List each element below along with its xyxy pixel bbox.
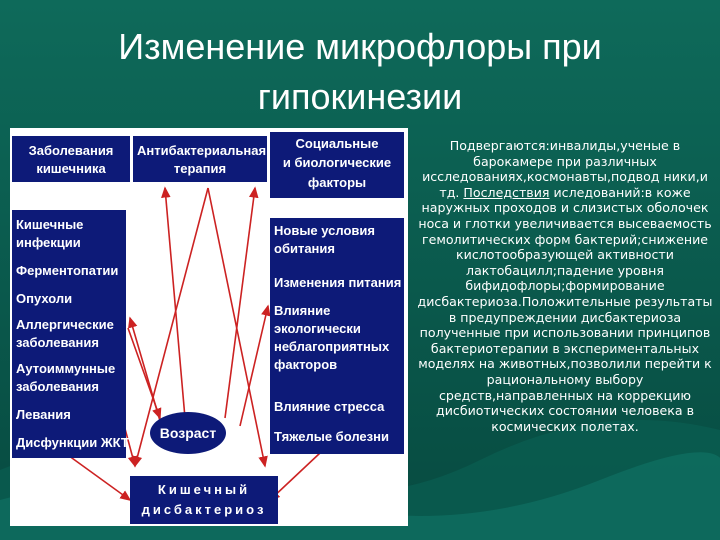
list-item: факторов <box>274 357 338 372</box>
side-paragraph: Подвергаются:инвалиды,ученые в барокамер… <box>416 138 714 434</box>
list-item: Левания <box>16 407 71 422</box>
list-item: Кишечные <box>16 217 84 232</box>
box-label: терапия <box>173 161 227 176</box>
slide-title-line-1: Изменение микрофлоры при <box>118 26 602 67</box>
side-text-part-1: Подвергаются:инвалиды,ученые в барокамер… <box>422 138 708 200</box>
age-oval: Возраст <box>150 412 226 454</box>
box-social-factors: Социальные и биологические факторы <box>270 132 404 198</box>
box-label: кишечника <box>36 161 106 176</box>
list-item: экологически <box>274 321 361 336</box>
box-label: Социальные <box>295 136 379 151</box>
list-item: заболевания <box>16 379 99 394</box>
list-item: Новые условия <box>274 223 375 238</box>
list-item: неблагоприятных <box>274 339 390 354</box>
box-left-diseases-list: Кишечные инфекции Ферментопатии Опухоли … <box>12 210 129 458</box>
list-item: Аллергические <box>16 317 114 332</box>
list-item: обитания <box>274 241 335 256</box>
box-label: Кишечный <box>157 482 251 497</box>
box-intestinal-diseases: Заболевания кишечника <box>12 136 130 182</box>
list-item: Дисфункции ЖКТ <box>16 435 129 450</box>
side-text-underlined: Последствия <box>463 184 550 200</box>
list-item: Опухоли <box>16 291 73 306</box>
box-label: и биологические <box>282 155 392 170</box>
side-text-part-2: иследований:в коже наружных проходов и с… <box>417 184 713 434</box>
box-label: факторы <box>307 175 367 190</box>
box-label: Антибактериальная <box>137 143 267 158</box>
box-antibacterial-therapy: Антибактериальная терапия <box>133 136 267 182</box>
list-item: Влияние <box>274 303 331 318</box>
list-item: заболевания <box>16 335 99 350</box>
list-item: Ферментопатии <box>16 263 119 278</box>
list-item: инфекции <box>16 235 81 250</box>
slide-title-line-2: гипокинезии <box>257 76 463 117</box>
box-dysbacteriosis: Кишечный дисбактериоз <box>130 476 278 524</box>
box-label: дисбактериоз <box>141 502 267 517</box>
list-item: Тяжелые болезни <box>274 429 389 444</box>
list-item: Аутоиммунные <box>16 361 116 376</box>
box-label: Заболевания <box>28 143 114 158</box>
list-item: Изменения питания <box>274 275 402 290</box>
box-right-factors-list: Новые условия обитания Изменения питания… <box>270 218 404 454</box>
list-item: Влияние стресса <box>274 399 385 414</box>
